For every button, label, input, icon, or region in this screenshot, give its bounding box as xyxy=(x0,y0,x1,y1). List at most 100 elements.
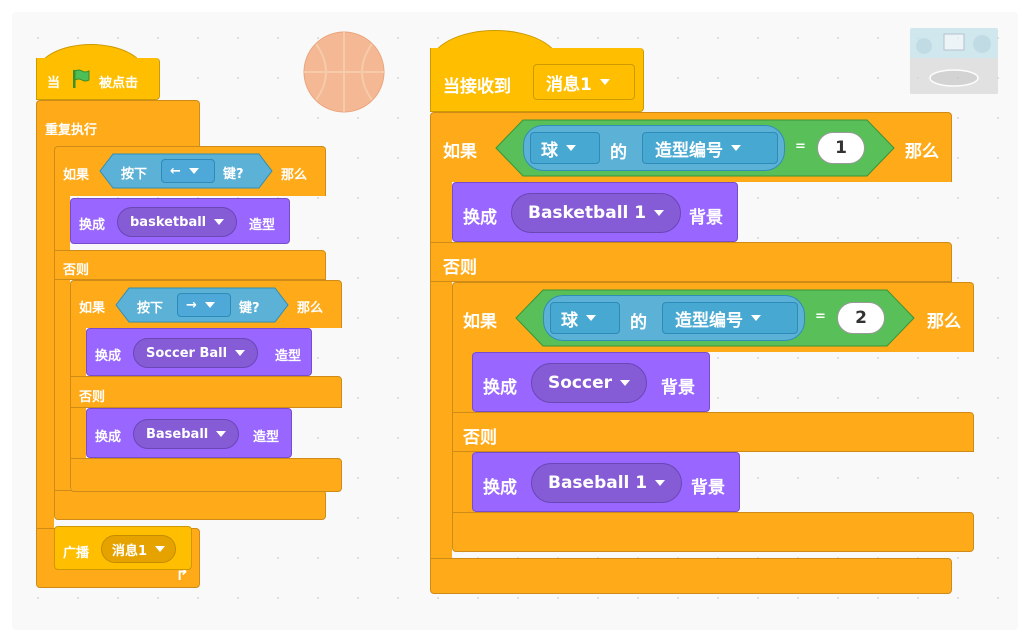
if2-bottom xyxy=(70,458,342,492)
costume-menu-value: basketball xyxy=(130,214,207,230)
if3-then-label: 那么 xyxy=(905,142,939,162)
dropdown-caret-icon xyxy=(204,302,215,308)
equals-operator-2[interactable]: 球 的 造型编号 = 2 xyxy=(515,289,915,347)
of-label: 的 xyxy=(630,313,647,333)
when-i-receive-block[interactable]: 当接收到 消息1 xyxy=(430,48,644,112)
stage-thumbnail[interactable] xyxy=(910,28,998,94)
if4-if-label: 如果 xyxy=(463,312,497,332)
costume-menu-2[interactable]: Soccer Ball xyxy=(133,338,259,368)
switch6-suffix: 背景 xyxy=(691,478,725,498)
compare-value-text: 1 xyxy=(835,138,847,158)
dropdown-caret-icon xyxy=(214,219,225,225)
if-else-block-3[interactable]: 如果 球 的 造型编号 = 1 那么 xyxy=(430,112,952,182)
switch-costume-block-2[interactable]: 换成 Soccer Ball 造型 xyxy=(86,328,312,376)
if3-arm-bottom xyxy=(430,282,452,560)
backdrop-menu-value: Basketball 1 xyxy=(528,203,647,223)
if4-bottom xyxy=(452,512,974,552)
attribute-menu-1[interactable]: 造型编号 xyxy=(642,132,778,164)
costume-menu-3[interactable]: Baseball xyxy=(133,419,240,449)
if3-else-bar: 否则 xyxy=(430,242,952,282)
if1-arm-top xyxy=(54,196,70,250)
when-flag-clicked-block[interactable]: 当 被点击 xyxy=(36,58,160,100)
key-pressed-sensor-1[interactable]: 按下 ← 键? xyxy=(99,153,273,189)
dropdown-caret-icon xyxy=(216,431,227,437)
switch1-verb: 换成 xyxy=(79,218,106,233)
broadcast-message-menu[interactable]: 消息1 xyxy=(101,535,177,563)
if3-bottom xyxy=(430,558,952,594)
if4-then-label: 那么 xyxy=(927,312,961,332)
compare-value-1[interactable]: 1 xyxy=(817,132,865,164)
if4-else-label: 否则 xyxy=(463,428,497,448)
dropdown-caret-icon xyxy=(586,315,596,321)
compare-value-2[interactable]: 2 xyxy=(837,302,885,334)
object-menu-1[interactable]: 球 xyxy=(530,132,600,164)
if2-pressed-label: 按下 xyxy=(137,301,164,316)
backdrop-menu-2[interactable]: Soccer xyxy=(531,363,647,403)
key-menu-left[interactable]: ← xyxy=(161,159,215,183)
backdrop-menu-3[interactable]: Baseball 1 xyxy=(531,463,683,503)
if1-pressed-label: 按下 xyxy=(121,167,148,182)
dropdown-caret-icon xyxy=(188,168,199,174)
dropdown-caret-icon xyxy=(751,315,761,321)
if-else-block-4[interactable]: 如果 球 的 造型编号 = 2 那么 xyxy=(452,282,974,352)
if4-arm-top xyxy=(452,352,474,414)
equals-sign: = xyxy=(795,139,806,154)
if2-if-label: 如果 xyxy=(79,301,106,316)
of-sensor-1[interactable]: 球 的 造型编号 xyxy=(523,125,785,171)
broadcast-message-value: 消息1 xyxy=(112,543,148,559)
if1-bottom xyxy=(54,490,326,520)
if1-if-label: 如果 xyxy=(63,168,90,183)
forever-arm xyxy=(36,150,54,528)
forever-label: 重复执行 xyxy=(45,123,98,138)
key-pressed-sensor-2[interactable]: 按下 → 键? xyxy=(115,287,289,323)
costume-menu-1[interactable]: basketball xyxy=(117,207,238,237)
if3-else-label: 否则 xyxy=(443,258,477,278)
backdrop-menu-value: Baseball 1 xyxy=(548,473,648,493)
equals-operator-1[interactable]: 球 的 造型编号 = 1 xyxy=(495,119,895,177)
switch-costume-block-1[interactable]: 换成 basketball 造型 xyxy=(70,198,290,244)
key-menu-value: ← xyxy=(170,163,181,179)
switch-backdrop-block-3[interactable]: 换成 Baseball 1 背景 xyxy=(472,452,740,512)
basketball-sprite[interactable] xyxy=(302,30,386,114)
switch1-suffix: 造型 xyxy=(249,218,276,233)
if1-else-bar: 否则 xyxy=(54,250,326,280)
dropdown-caret-icon xyxy=(235,350,246,356)
compare-value-text: 2 xyxy=(855,308,867,328)
dropdown-caret-icon xyxy=(655,480,666,486)
if-else-block-2[interactable]: 如果 按下 → 键? 那么 xyxy=(70,280,342,328)
dropdown-caret-icon xyxy=(620,380,630,386)
switch4-verb: 换成 xyxy=(463,208,497,228)
switch-backdrop-block-1[interactable]: 换成 Basketball 1 背景 xyxy=(452,182,738,242)
key-menu-right[interactable]: → xyxy=(177,293,231,317)
dropdown-caret-icon xyxy=(654,210,665,216)
switch-costume-block-3[interactable]: 换成 Baseball 造型 xyxy=(86,408,292,458)
if2-then-label: 那么 xyxy=(297,301,324,316)
forever-block[interactable]: 重复执行 xyxy=(36,100,200,150)
hat-when-label: 当 xyxy=(47,76,61,91)
if1-key-suffix: 键? xyxy=(223,167,244,182)
hat-clicked-label: 被点击 xyxy=(99,76,139,91)
if2-arm-bottom xyxy=(70,408,86,460)
if-else-block-1[interactable]: 如果 按下 ← 键? 那么 xyxy=(54,146,326,196)
of-label: 的 xyxy=(610,143,627,163)
attribute-menu-value: 造型编号 xyxy=(675,310,743,331)
if2-arm-top xyxy=(70,328,86,378)
dropdown-caret-icon xyxy=(566,145,576,151)
switch4-suffix: 背景 xyxy=(689,208,723,228)
if4-else-bar: 否则 xyxy=(452,412,974,452)
attribute-menu-2[interactable]: 造型编号 xyxy=(662,302,798,334)
broadcast-verb: 广播 xyxy=(63,546,90,561)
if3-if-label: 如果 xyxy=(443,142,477,162)
object-menu-2[interactable]: 球 xyxy=(550,302,620,334)
dropdown-caret-icon xyxy=(731,145,741,151)
object-menu-value: 球 xyxy=(561,310,578,331)
backdrop-menu-1[interactable]: Basketball 1 xyxy=(511,193,682,233)
code-workspace[interactable]: 当 被点击 重复执行 ↱ 如果 按下 ← 键? 那么 xyxy=(12,12,1018,630)
switch-backdrop-block-2[interactable]: 换成 Soccer 背景 xyxy=(472,352,710,412)
receive-message-menu[interactable]: 消息1 xyxy=(533,64,635,100)
broadcast-block[interactable]: 广播 消息1 xyxy=(54,526,192,570)
if3-arm-top xyxy=(430,182,452,244)
attribute-menu-value: 造型编号 xyxy=(655,140,723,161)
switch5-suffix: 背景 xyxy=(661,378,695,398)
of-sensor-2[interactable]: 球 的 造型编号 xyxy=(543,295,805,341)
